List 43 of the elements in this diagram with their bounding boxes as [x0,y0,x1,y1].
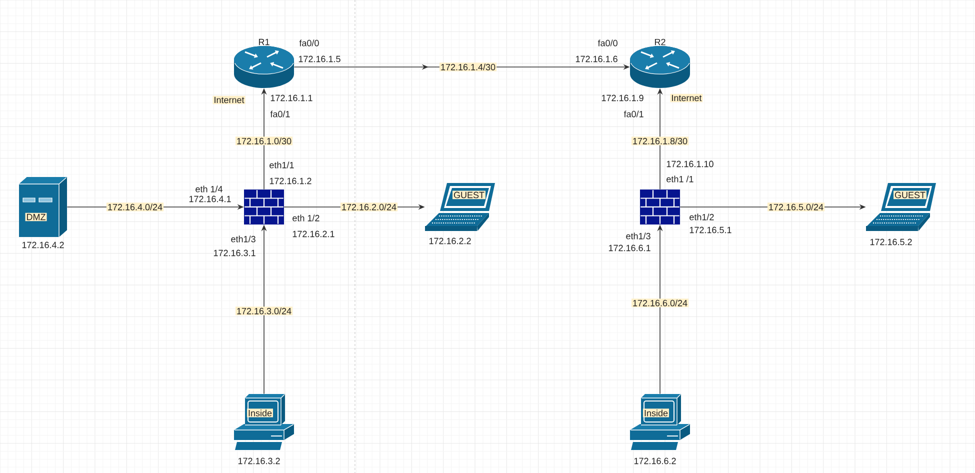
ip-address: 172.16.5.1 [690,226,732,234]
ip-address: 172.16.4.1 [189,196,231,202]
ip-address: 172.16.3.1 [214,250,256,256]
interface-name: eth1 /1 [666,176,694,182]
interface-name: fa0/0 [299,40,319,46]
firewall-icon [640,190,680,224]
ip-address: 172.16.1.5 [298,56,340,62]
interface-name: eth 1/4 [196,186,222,192]
firewall-icon [244,190,284,224]
edge-label: 172.16.1.4/30 [439,62,497,72]
ip-address: 172.16.2.1 [292,230,334,238]
edge-label: 172.16.1.8/30 [631,136,689,146]
ip-address: 172.16.1.2 [270,178,312,184]
router-name: R1 [259,38,270,46]
host-address: 172.16.2.2 [429,238,471,244]
host-address: 172.16.5.2 [870,238,912,246]
edge-label: 172.16.5.0/24 [767,202,825,212]
ip-address: 172.16.6.1 [608,244,650,252]
ip-address: 172.16.1.10 [666,160,714,168]
edge-label: 172.16.4.0/24 [106,202,164,212]
edge-label: 172.16.3.0/24 [235,306,293,316]
ip-address: 172.16.1.6 [576,56,618,62]
ip-address: 172.16.1.1 [270,94,312,102]
interface-name: eth1/1 [270,162,294,168]
edge-label: 172.16.2.0/24 [340,202,398,212]
zone-tag: Internet [212,96,246,104]
edge-label: 172.16.1.0/30 [235,136,293,146]
interface-name: fa0/1 [270,110,290,118]
zone-tag: Internet [670,94,703,102]
device-label: Inside [643,408,669,418]
host-address: 172.16.4.2 [22,242,64,248]
interface-name: eth1/2 [690,214,714,220]
host-address: 172.16.3.2 [238,458,280,464]
interface-name: fa0/0 [598,40,618,46]
host-address: 172.16.6.2 [634,458,676,464]
router-name: R2 [655,38,666,46]
interface-name: eth1/3 [231,236,256,242]
interface-name: eth 1/2 [292,214,320,222]
interface-name: eth1/3 [626,232,650,240]
interface-name: fa0/1 [624,110,644,118]
edge-label: 172.16.6.0/24 [631,298,689,308]
device-label: Inside [247,408,274,418]
ip-address: 172.16.1.9 [602,94,644,102]
